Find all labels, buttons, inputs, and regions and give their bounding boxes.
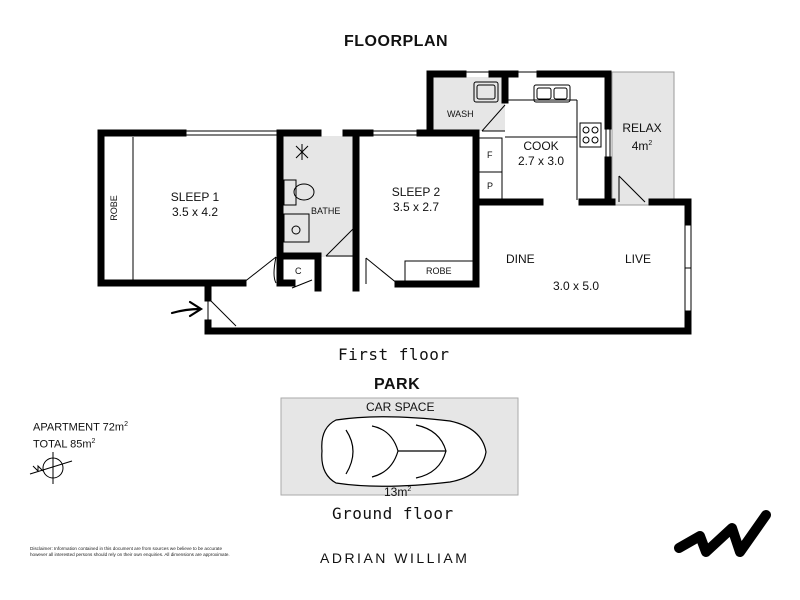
brand-logo-icon xyxy=(674,510,771,557)
disclaimer: Disclaimer: Information contained in thi… xyxy=(30,546,230,557)
room-size: 3.5 x 4.2 xyxy=(171,205,219,219)
room-size: 2.7 x 3.0 xyxy=(517,154,565,168)
live-label: LIVE xyxy=(625,252,652,266)
room-area: 4m2 xyxy=(614,136,670,154)
unit-superscript: 2 xyxy=(124,421,128,428)
living-size-label: 3.0 x 5.0 xyxy=(553,279,600,293)
relax-outline xyxy=(611,71,675,206)
room-relax-label: RELAX 4m2 xyxy=(614,121,670,154)
unit-superscript: 2 xyxy=(407,486,412,493)
walls xyxy=(97,70,692,335)
car-space-label: CAR SPACE xyxy=(366,400,435,414)
wet-area-fills xyxy=(281,72,674,257)
room-name: RELAX xyxy=(622,121,662,135)
first-floor-caption: First floor xyxy=(338,345,450,364)
fridge-label: F xyxy=(487,150,493,160)
park-area-value: 13m xyxy=(384,485,408,499)
north-compass-icon xyxy=(29,452,73,484)
apartment-area-value: APARTMENT 72m xyxy=(33,421,125,434)
brand-name: ADRIAN WILLIAM xyxy=(320,550,470,566)
wash-fill xyxy=(433,77,505,131)
apartment-area: APARTMENT 72m2 xyxy=(33,418,128,435)
ground-floor-caption: Ground floor xyxy=(332,504,454,523)
bathe-label: BATHE xyxy=(311,206,341,216)
car-icon xyxy=(321,416,487,487)
room-name: SLEEP 2 xyxy=(391,185,441,199)
page-title: FLOORPLAN xyxy=(344,33,449,50)
robe1-label: ROBE xyxy=(108,195,119,221)
cupboard-label: C xyxy=(295,266,302,276)
unit-superscript: 2 xyxy=(648,140,653,147)
robe2-label: ROBE xyxy=(426,266,452,276)
park-heading: PARK xyxy=(374,376,421,393)
room-sleep1-label: SLEEP 1 3.5 x 4.2 xyxy=(160,190,230,220)
room-name: COOK xyxy=(523,139,559,153)
total-area: TOTAL 85m2 xyxy=(33,435,128,452)
pantry-label: P xyxy=(487,181,494,191)
dine-label: DINE xyxy=(506,252,535,266)
bathe-fill xyxy=(281,136,353,257)
room-size: 3.5 x 2.7 xyxy=(392,200,440,214)
total-area-value: TOTAL 85m xyxy=(33,438,92,451)
room-area-value: 4m xyxy=(631,139,649,153)
room-sleep2-label: SLEEP 2 3.5 x 2.7 xyxy=(381,185,451,215)
wash-label: WASH xyxy=(447,109,474,119)
room-cook-label: COOK 2.7 x 3.0 xyxy=(509,139,573,169)
room-name: SLEEP 1 xyxy=(170,190,220,204)
thin-lines xyxy=(132,71,692,327)
relax-fill xyxy=(612,72,674,205)
area-summary: APARTMENT 72m2 TOTAL 85m2 xyxy=(33,418,128,451)
entry-arrow-icon xyxy=(170,300,204,318)
park-area-label: 13m2 xyxy=(384,482,411,500)
unit-superscript: 2 xyxy=(91,437,96,445)
